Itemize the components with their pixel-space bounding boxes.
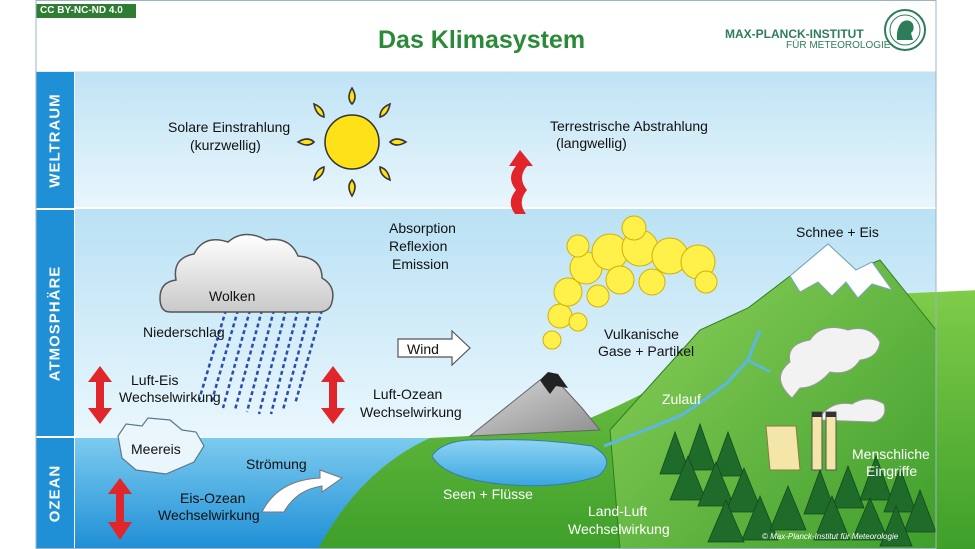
label-ice-ocean: Eis-Ozean [180, 490, 246, 506]
institute-seal-logo [884, 9, 926, 51]
label-terrestrial-radiation: Terrestrische Abstrahlung [550, 118, 708, 134]
page-title: Das Klimasystem [378, 26, 586, 54]
label-clouds: Wolken [209, 288, 256, 304]
label-solar-radiation: Solare Einstrahlung [168, 119, 291, 135]
label-lakes-rivers: Seen + Flüsse [443, 486, 533, 502]
section-label-atmosphere: ATMOSPHÄRE [46, 265, 64, 381]
label-precipitation: Niederschlag [143, 324, 225, 340]
label-land-air: Land-Luft [588, 503, 648, 519]
label-snow-ice: Schnee + Eis [796, 224, 879, 240]
label-human-intervention: Menschliche [852, 446, 930, 462]
label-air-ice-interaction: Wechselwirkung [119, 389, 221, 405]
label-land-air-interaction: Wechselwirkung [568, 521, 670, 537]
air-ocean-arrow [321, 366, 345, 424]
cloud-icon [159, 233, 334, 313]
air-ice-arrow [88, 366, 112, 424]
label-air-ice: Luft-Eis [131, 372, 179, 388]
label-emission: Emission [392, 256, 449, 272]
sun-icon [296, 86, 408, 198]
power-plant-icon [765, 327, 886, 471]
institute-subtitle: FÜR METEOROLOGIE [786, 40, 891, 51]
label-volcanic-particles: Gase + Partikel [598, 343, 695, 359]
volcano-icon [468, 372, 602, 437]
label-terrestrial-longwave: (langwellig) [556, 135, 627, 151]
label-ice-ocean-interaction: Wechselwirkung [158, 507, 260, 523]
ocean-current-arrow [261, 469, 344, 513]
license-badge: CC BY-NC-ND 4.0 [40, 5, 123, 16]
label-volcanic-gases: Vulkanische [604, 326, 679, 342]
label-air-ocean-interaction: Wechselwirkung [360, 404, 462, 420]
wind-arrow [397, 329, 471, 367]
label-absorption: Absorption [389, 220, 456, 236]
section-label-ocean: OZEAN [46, 464, 64, 523]
label-inflow: Zulauf [662, 391, 701, 407]
longwave-radiation-arrow [509, 150, 533, 214]
lake-icon [431, 439, 608, 487]
institute-name: MAX-PLANCK-INSTITUT [725, 27, 864, 41]
rain-icon [197, 309, 324, 415]
label-wind: Wind [407, 341, 439, 357]
label-solar-shortwave: (kurzwellig) [190, 137, 261, 153]
forest-icon [659, 422, 937, 547]
label-air-ocean: Luft-Ozean [373, 386, 443, 402]
section-label-space: WELTRAUM [46, 92, 64, 188]
sea-ice-icon [117, 417, 205, 475]
copyright-note: © Max-Planck-Institut für Meteorologie [762, 532, 899, 541]
label-human-intervention-2: Eingriffe [866, 463, 918, 479]
volcanic-plume-icon [542, 215, 718, 350]
label-ocean-current: Strömung [246, 456, 307, 472]
ice-ocean-arrow [108, 478, 132, 540]
label-sea-ice: Meereis [131, 441, 181, 457]
label-reflexion: Reflexion [389, 238, 448, 254]
